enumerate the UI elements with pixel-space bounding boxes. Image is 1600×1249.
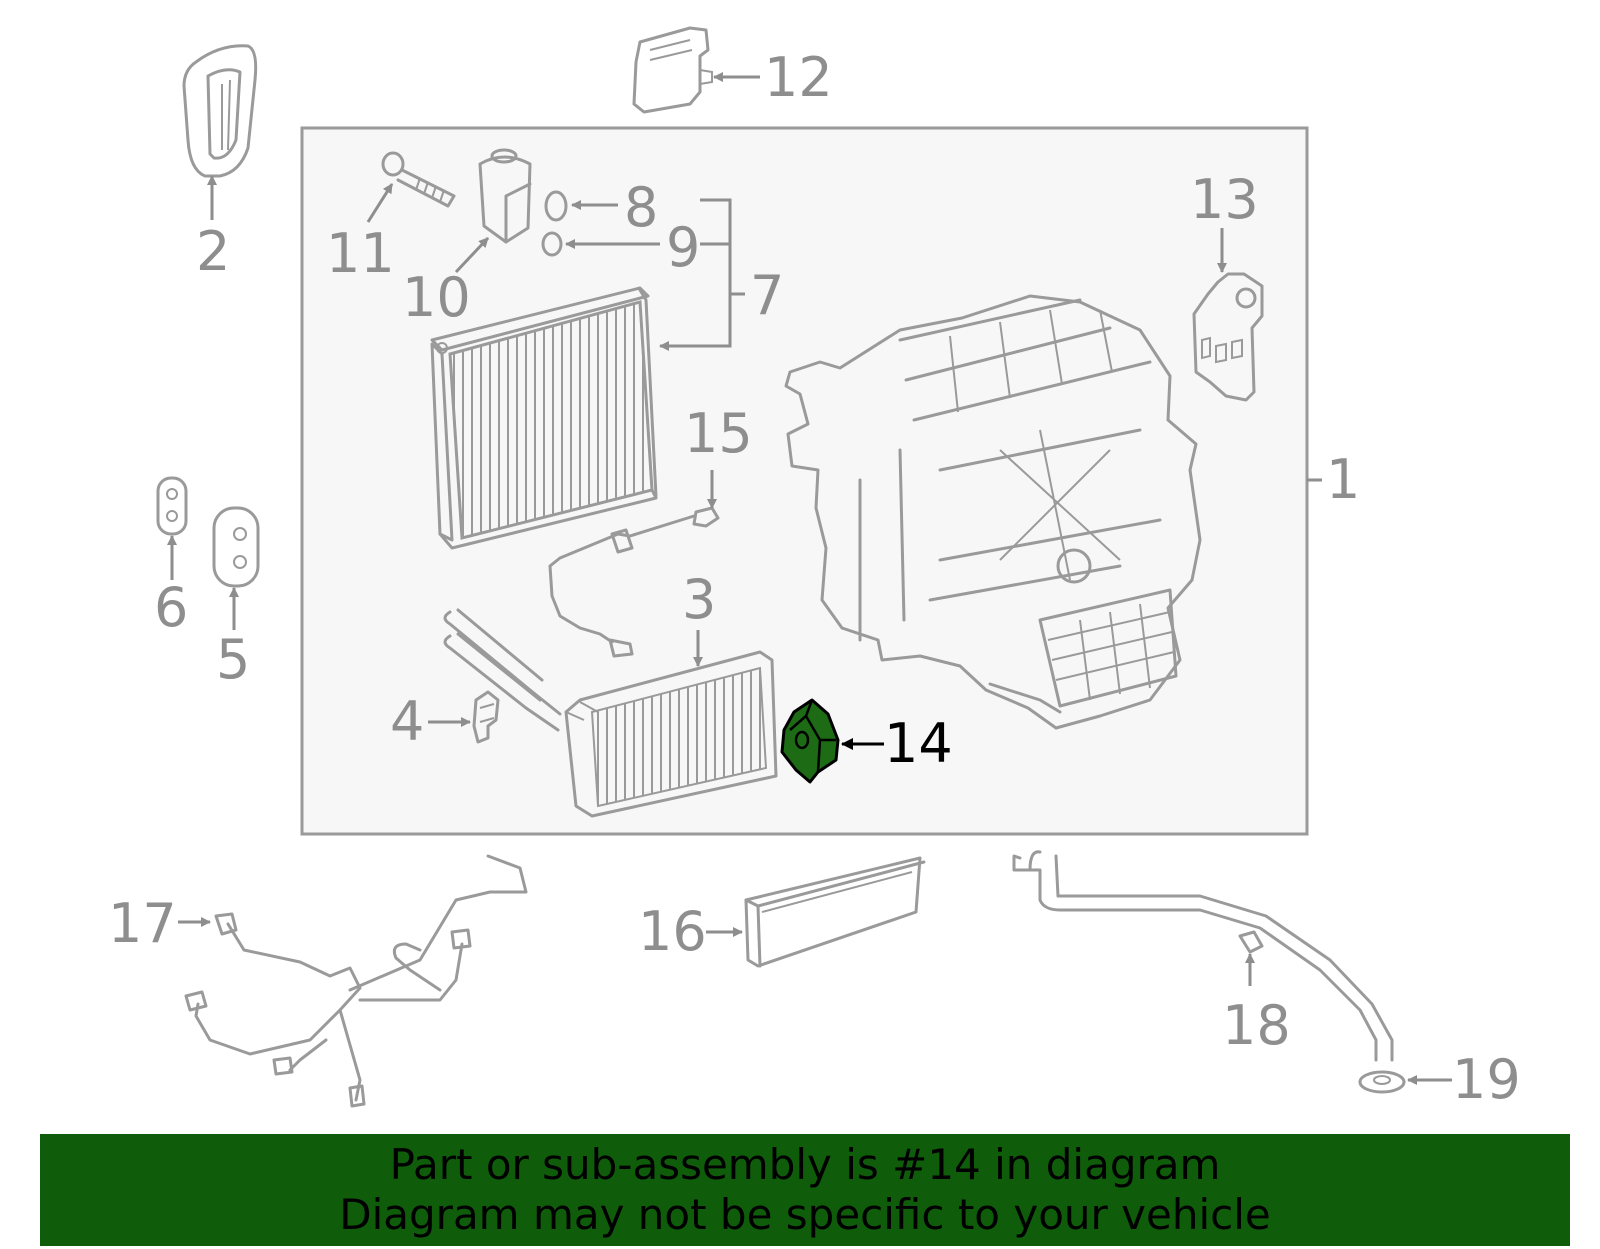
part-19-grommet: [1358, 1070, 1406, 1094]
callout-10: 10: [402, 266, 471, 329]
part-10-expansion-valve: [478, 148, 532, 244]
callout-12: 12: [764, 46, 833, 109]
callout-2: 2: [196, 220, 230, 283]
callout-7: 7: [750, 264, 784, 327]
part-18-drain-hose: [1012, 850, 1394, 1062]
part-14-highlighted: [780, 698, 840, 784]
banner-line-2: Diagram may not be specific to your vehi…: [339, 1190, 1271, 1239]
callout-13: 13: [1190, 168, 1259, 231]
callout-19: 19: [1452, 1048, 1521, 1111]
callout-11: 11: [326, 222, 395, 285]
part-7-evaporator: [430, 286, 658, 550]
callout-4: 4: [390, 690, 424, 753]
part-12-module: [632, 26, 713, 114]
callout-3: 3: [682, 568, 716, 631]
part-6-grommet: [156, 476, 188, 536]
part-5-grommet: [212, 506, 260, 588]
part-11-bolt: [381, 151, 456, 208]
part-9-o-ring: [541, 231, 563, 257]
callout-1: 1: [1326, 448, 1360, 511]
callout-8: 8: [624, 176, 658, 239]
banner-line-1: Part or sub-assembly is #14 in diagram: [389, 1140, 1221, 1189]
part-3-heater-core: [443, 608, 778, 818]
callout-6: 6: [154, 576, 188, 639]
part-17-wire-harness: [184, 854, 528, 1108]
part-8-o-ring: [544, 190, 568, 222]
info-banner: Part or sub-assembly is #14 in diagram D…: [40, 1134, 1570, 1246]
callout-16: 16: [638, 900, 707, 963]
callout-5: 5: [216, 628, 250, 691]
part-13-bracket: [1192, 272, 1264, 402]
callout-15: 15: [684, 402, 753, 465]
part-2-outlet: [182, 44, 258, 178]
callout-14: 14: [884, 712, 953, 775]
callout-18: 18: [1222, 994, 1291, 1057]
part-4-clip: [472, 690, 500, 744]
callout-9: 9: [666, 216, 700, 279]
callout-17: 17: [108, 892, 177, 955]
part-1-hvac-case: [784, 294, 1202, 730]
part-16-filter: [744, 856, 926, 968]
